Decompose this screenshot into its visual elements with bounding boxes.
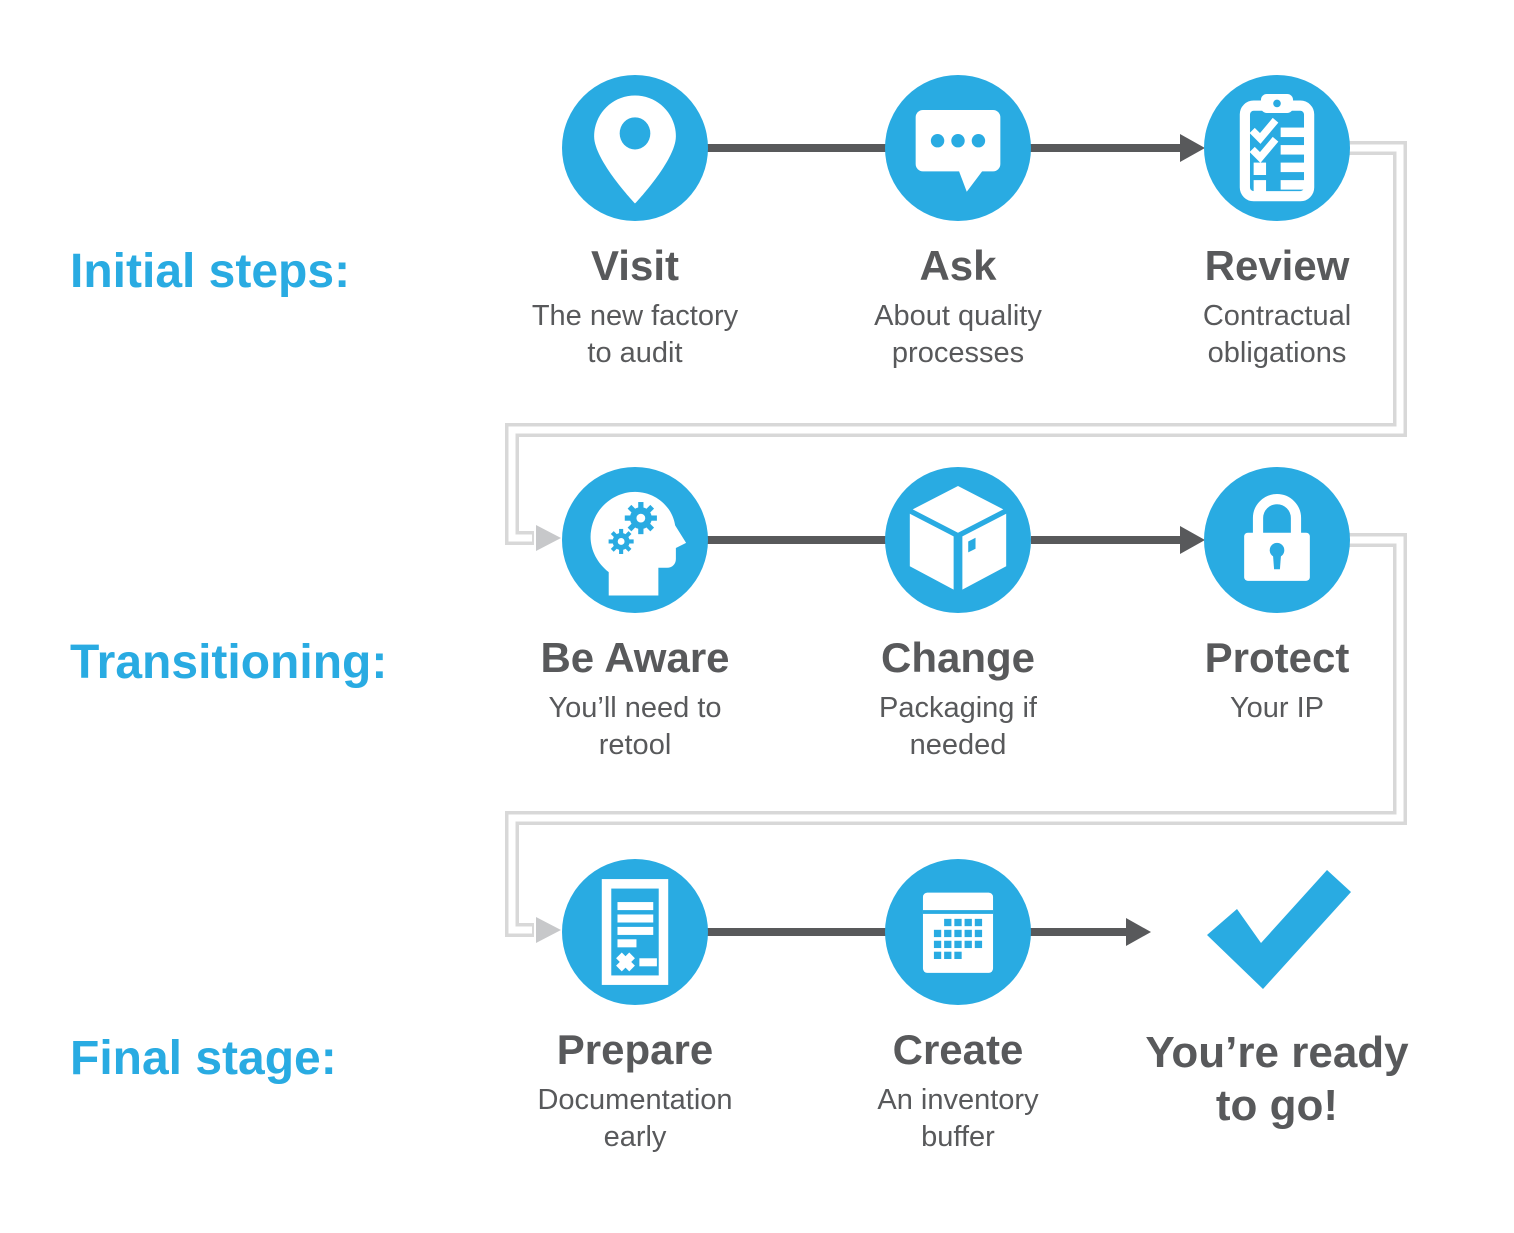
step-create: Create An inventory buffer <box>808 859 1108 1156</box>
step-be-aware: Be Aware You’ll need to retool <box>485 467 785 764</box>
step-circle <box>885 467 1031 613</box>
step-title: Be Aware <box>540 634 730 681</box>
step-description: Contractual obligations <box>1202 300 1352 369</box>
chat-bubble-icon <box>915 110 1001 192</box>
row-label-initial-steps: Initial steps: <box>70 245 351 298</box>
final-stage-result: You’re ready to go! <box>1117 859 1437 1132</box>
package-box-icon <box>909 485 1007 590</box>
map-pin-icon <box>594 95 676 204</box>
dark-arrowheads <box>1126 134 1205 946</box>
step-title: Prepare <box>556 1026 714 1073</box>
step-title: Visit <box>591 242 679 289</box>
step-circle <box>1204 75 1350 221</box>
step-title: Review <box>1204 242 1350 289</box>
step-title: Create <box>892 1026 1024 1073</box>
final-message: You’re ready to go! <box>1145 1028 1409 1130</box>
step-ask: Ask About quality processes <box>808 75 1108 372</box>
row-label-final-stage: Final stage: <box>70 1032 337 1085</box>
step-change: Change Packaging if needed <box>808 467 1108 764</box>
pipe-connector-row2-row3 <box>505 533 1407 943</box>
step-protect: Protect Your IP <box>1127 467 1427 727</box>
step-description: Your IP <box>1229 692 1325 724</box>
step-circle <box>562 859 708 1005</box>
calendar-icon <box>922 892 994 973</box>
step-description: Packaging if needed <box>879 692 1037 761</box>
step-title: Protect <box>1204 634 1350 681</box>
padlock-icon <box>1244 494 1310 581</box>
pipe-arrowhead-icon <box>536 525 561 551</box>
step-review: Review Contractual obligations <box>1127 75 1427 372</box>
step-description: About quality processes <box>874 300 1042 369</box>
step-circle <box>885 75 1031 221</box>
step-prepare: Prepare Documentation early <box>485 859 785 1156</box>
head-gears-icon <box>590 491 687 596</box>
step-description: The new factory to audit <box>531 300 739 369</box>
step-circle <box>562 467 708 613</box>
step-title: Ask <box>919 242 997 289</box>
step-visit: Visit The new factory to audit <box>485 75 785 372</box>
row-label-transitioning: Transitioning: <box>70 636 388 689</box>
step-circle <box>1204 467 1350 613</box>
step-title: Change <box>880 634 1035 681</box>
dark-arrows <box>706 144 1182 936</box>
pipe-connector-row1-row2 <box>505 141 1407 551</box>
clipboard-checklist-icon <box>1239 93 1315 202</box>
checkmark-icon <box>1206 870 1351 989</box>
step-description: An inventory buffer <box>877 1084 1039 1153</box>
step-description: You’ll need to retool <box>548 692 722 761</box>
pipe-arrowhead-icon <box>536 917 561 943</box>
step-description: Documentation early <box>537 1084 733 1153</box>
document-icon <box>601 879 669 985</box>
step-circle <box>885 859 1031 1005</box>
step-circle <box>562 75 708 221</box>
